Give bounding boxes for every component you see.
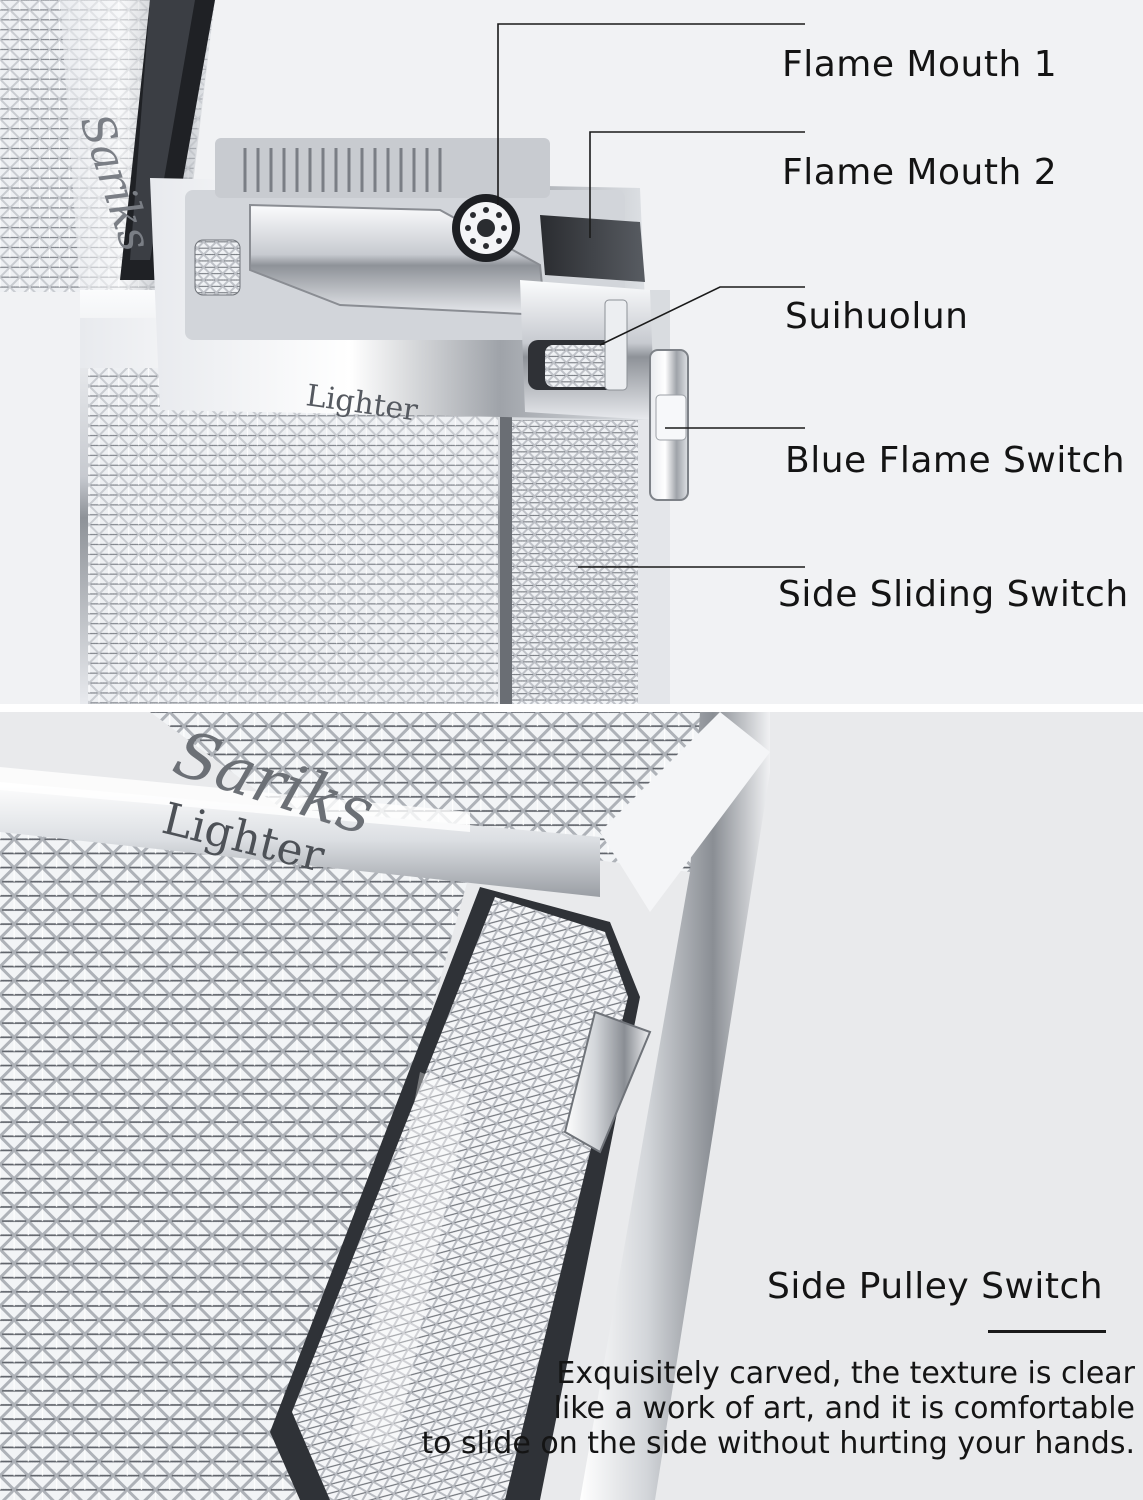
bottom-product-panel: Sariks Lighter	[0, 712, 1143, 1500]
knurled-face	[0, 792, 470, 1500]
label-flame-mouth-2: Flame Mouth 2	[782, 152, 1058, 193]
blue-flame-switch-part	[649, 349, 689, 501]
description-line-1: Exquisitely carved, the texture is clear	[556, 1356, 1135, 1391]
label-side-sliding-switch: Side Sliding Switch	[778, 574, 1129, 615]
top-product-panel: Lighter Sariks Flame Mouth 1 Flame Mouth…	[0, 0, 1143, 704]
callout-leader-lines	[497, 23, 805, 568]
side-pulley-switch-title: Side Pulley Switch	[767, 1266, 1104, 1307]
label-suihuolun: Suihuolun	[785, 296, 969, 337]
description-line-2: like a work of art, and it is comfortabl…	[553, 1391, 1135, 1426]
side-pulley-switch-part	[270, 887, 652, 1500]
label-flame-mouth-1: Flame Mouth 1	[782, 44, 1058, 85]
title-underline	[988, 1330, 1106, 1333]
lighter-side-closeup-photo: Sariks Lighter	[0, 712, 770, 1500]
description-line-3: to slide on the side without hurting you…	[421, 1426, 1135, 1461]
label-blue-flame-switch: Blue Flame Switch	[785, 440, 1126, 481]
lighter-open-top-photo: Lighter Sariks	[0, 0, 805, 704]
lighter-edge	[580, 712, 770, 1500]
description-caption: Exquisitely carved, the texture is clear…	[421, 1356, 1135, 1461]
lighter-insert	[150, 138, 655, 420]
